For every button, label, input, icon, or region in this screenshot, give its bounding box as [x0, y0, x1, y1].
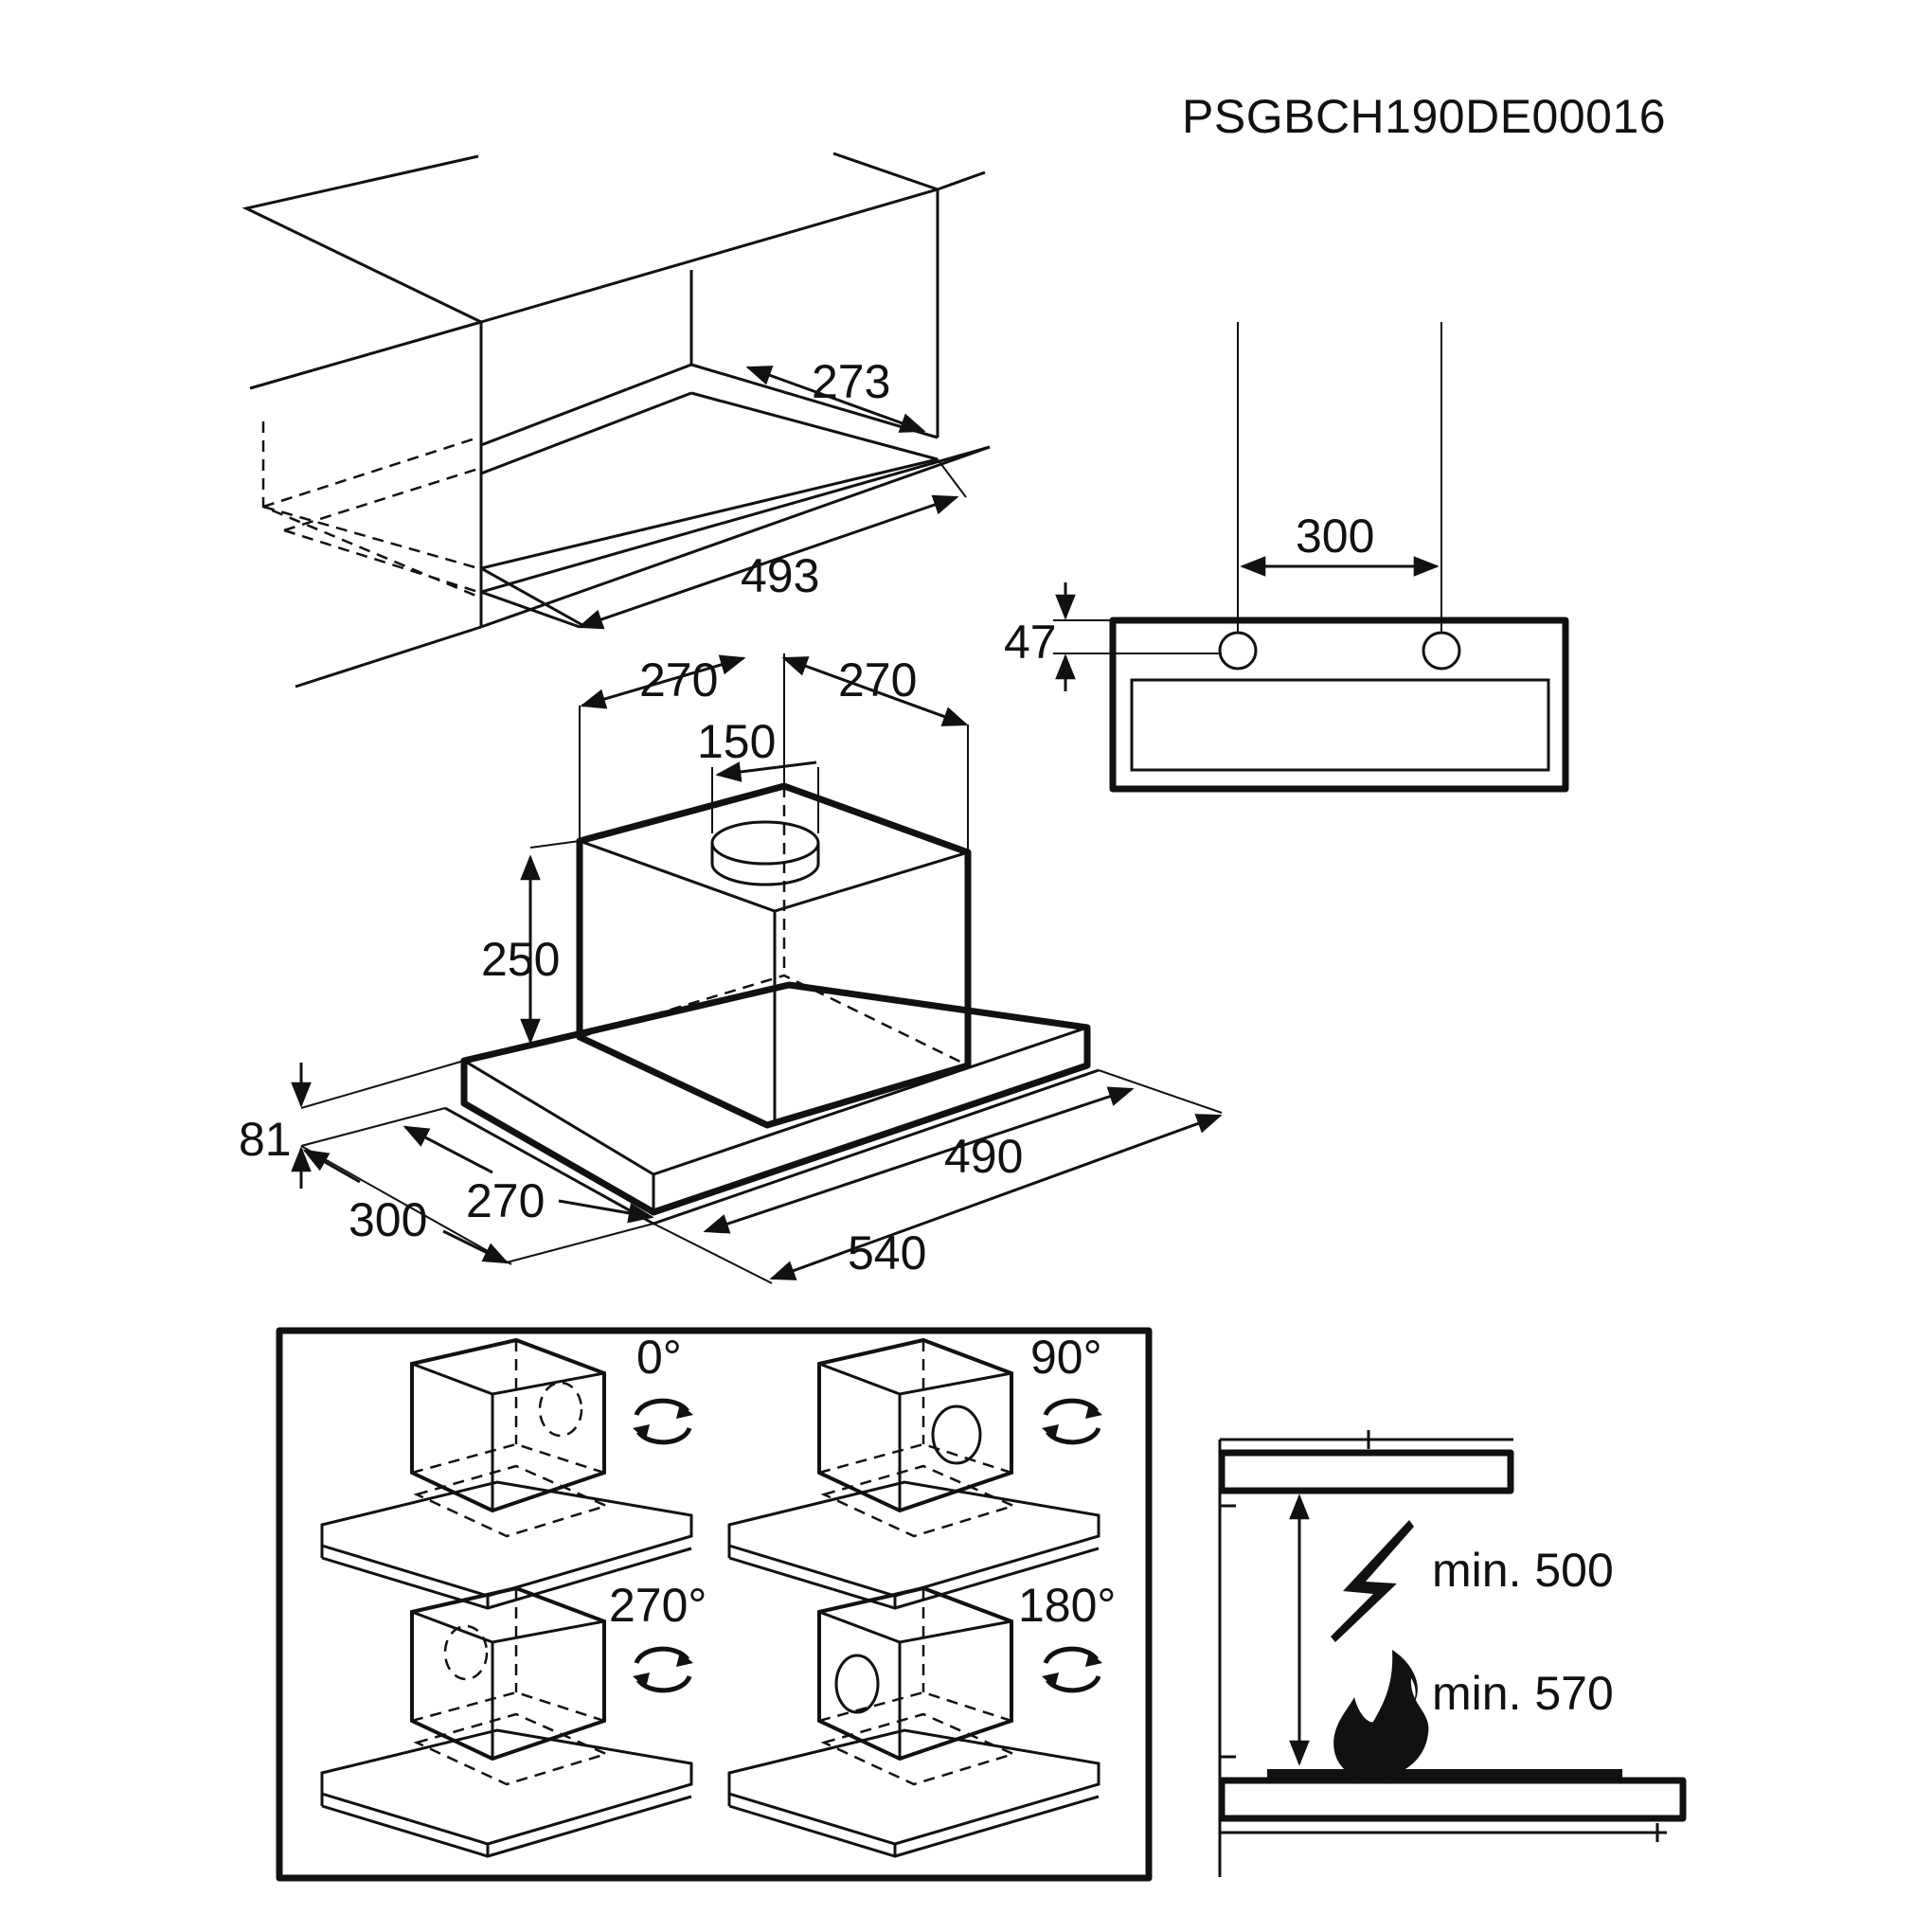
product-code: PSGBCH190DE00016: [1182, 90, 1666, 143]
rotate-arrows-icon: [633, 1401, 693, 1442]
front-spacing-label: 300: [1296, 510, 1374, 563]
hood-width-inner-label: 490: [944, 1130, 1023, 1183]
rotation-180-drawing: [727, 1585, 1100, 1858]
hood-height-label: 250: [481, 933, 560, 986]
rotation-270-drawing: [320, 1585, 693, 1858]
hood-top-right-label: 270: [838, 653, 917, 707]
flame-icon: [1333, 1650, 1429, 1779]
hood-outlet-label: 150: [697, 715, 776, 768]
cabinet-depth-label: 273: [812, 355, 890, 408]
cabinet-drawing: [242, 152, 991, 689]
cabinet-width-label: 493: [741, 549, 819, 602]
clearance-drawing: [1218, 1430, 1687, 1877]
clearance-gas-label: min. 570: [1432, 1667, 1614, 1720]
rotation-0-label: 0°: [636, 1331, 682, 1384]
clearance-electric-label: min. 500: [1432, 1544, 1614, 1597]
rotation-panel: [276, 1327, 1153, 1882]
rotate-arrows-icon: [1042, 1401, 1102, 1442]
hood-drawing: [291, 653, 1223, 1284]
hood-depth-outer-label: 300: [349, 1193, 427, 1246]
hood-depth-inner-label: 270: [466, 1174, 545, 1227]
rotation-90-drawing: [727, 1337, 1100, 1610]
rotation-180-label: 180°: [1018, 1579, 1116, 1632]
hood-width-outer-label: 540: [848, 1226, 926, 1279]
hood-base-height-label: 81: [239, 1113, 292, 1166]
hood-top-left-label: 270: [639, 653, 718, 707]
rotate-arrows-icon: [633, 1649, 693, 1690]
rotation-0-drawing: [320, 1337, 693, 1610]
lightning-icon: [1331, 1520, 1414, 1642]
rotate-arrows-icon: [1042, 1649, 1102, 1690]
front-height-label: 47: [1004, 616, 1057, 669]
rotation-270-label: 270°: [609, 1579, 707, 1632]
rotation-90-label: 90°: [1030, 1331, 1102, 1384]
